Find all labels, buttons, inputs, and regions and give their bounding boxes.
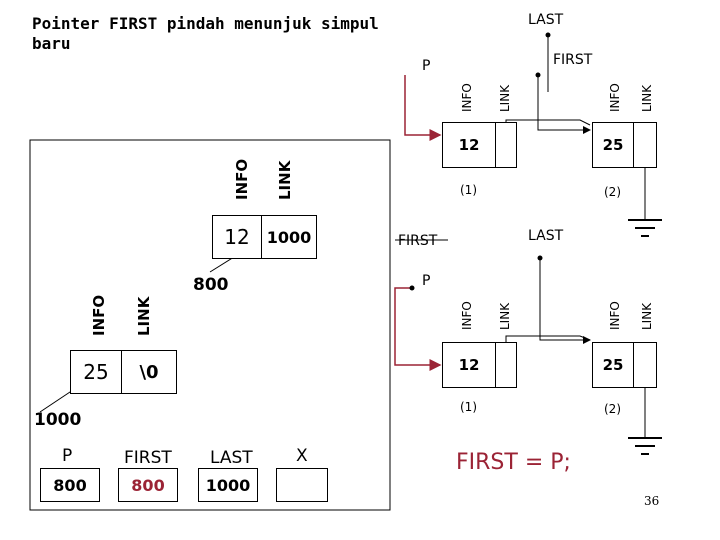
top-last-label: LAST — [528, 12, 564, 28]
inner-old-link-label: LINK — [276, 160, 294, 200]
statement: FIRST = P; — [456, 450, 571, 475]
bottom-p-label: P — [422, 273, 431, 289]
slide-title: Pointer FIRST pindah menunjuk simpul bar… — [32, 14, 379, 53]
top-node1-info-label: INFO — [460, 83, 474, 112]
var-x-value — [276, 468, 328, 502]
var-p-value: 800 — [40, 468, 100, 502]
top-node2-info-cell: 25 — [592, 122, 634, 168]
bottom-node1-info-label: INFO — [460, 301, 474, 330]
top-first-label: FIRST — [553, 52, 593, 68]
bottom-node2-info-label: INFO — [608, 301, 622, 330]
inner-old-address: 800 — [193, 275, 229, 295]
inner-old-info-label: INFO — [233, 158, 251, 200]
inner-new-link-cell: \0 — [121, 350, 177, 394]
bottom-first-label: FIRST — [398, 233, 438, 249]
bottom-last-arrow — [539, 258, 591, 344]
top-node1-link-label: LINK — [498, 84, 512, 112]
top-p-label: P — [422, 58, 431, 74]
top-mark-1: (1) — [460, 183, 477, 197]
var-p-label: P — [62, 446, 73, 466]
var-last-label: LAST — [210, 448, 253, 468]
bottom-p-arrow — [394, 287, 442, 371]
bottom-node1-info-cell: 12 — [442, 342, 496, 388]
top-p-arrow — [404, 75, 442, 141]
inner-new-link-label: LINK — [135, 296, 153, 336]
top-node2-info-label: INFO — [608, 83, 622, 112]
inner-old-link-cell: 1000 — [261, 215, 317, 259]
bottom-node2-link-cell — [633, 342, 657, 388]
bottom-link-arrow — [505, 335, 591, 352]
bottom-last-label: LAST — [528, 228, 564, 244]
bottom-node2-info-cell: 25 — [592, 342, 634, 388]
page-number: 36 — [644, 494, 660, 508]
top-mark-2: (2) — [604, 185, 621, 199]
top-node2-link-cell — [633, 122, 657, 168]
bottom-node2-link-label: LINK — [640, 302, 654, 330]
inner-frame — [29, 139, 391, 511]
top-node1-info-cell: 12 — [442, 122, 496, 168]
var-first-value: 800 — [118, 468, 178, 502]
inner-new-info-cell: 25 — [70, 350, 122, 394]
top-node2-link-label: LINK — [640, 84, 654, 112]
inner-old-info-cell: 12 — [212, 215, 262, 259]
inner-new-info-label: INFO — [90, 294, 108, 336]
top-first-arrow — [537, 75, 591, 134]
bottom-node1-link-cell — [495, 342, 517, 388]
bottom-node1-link-label: LINK — [498, 302, 512, 330]
bottom-mark-2: (2) — [604, 402, 621, 416]
top-node1-link-cell — [495, 122, 517, 168]
bottom-mark-1: (1) — [460, 400, 477, 414]
var-first-label: FIRST — [124, 448, 172, 468]
inner-new-address: 1000 — [34, 410, 82, 430]
var-last-value: 1000 — [198, 468, 258, 502]
top-link-arrow — [505, 119, 591, 142]
var-x-label: X — [296, 446, 308, 466]
